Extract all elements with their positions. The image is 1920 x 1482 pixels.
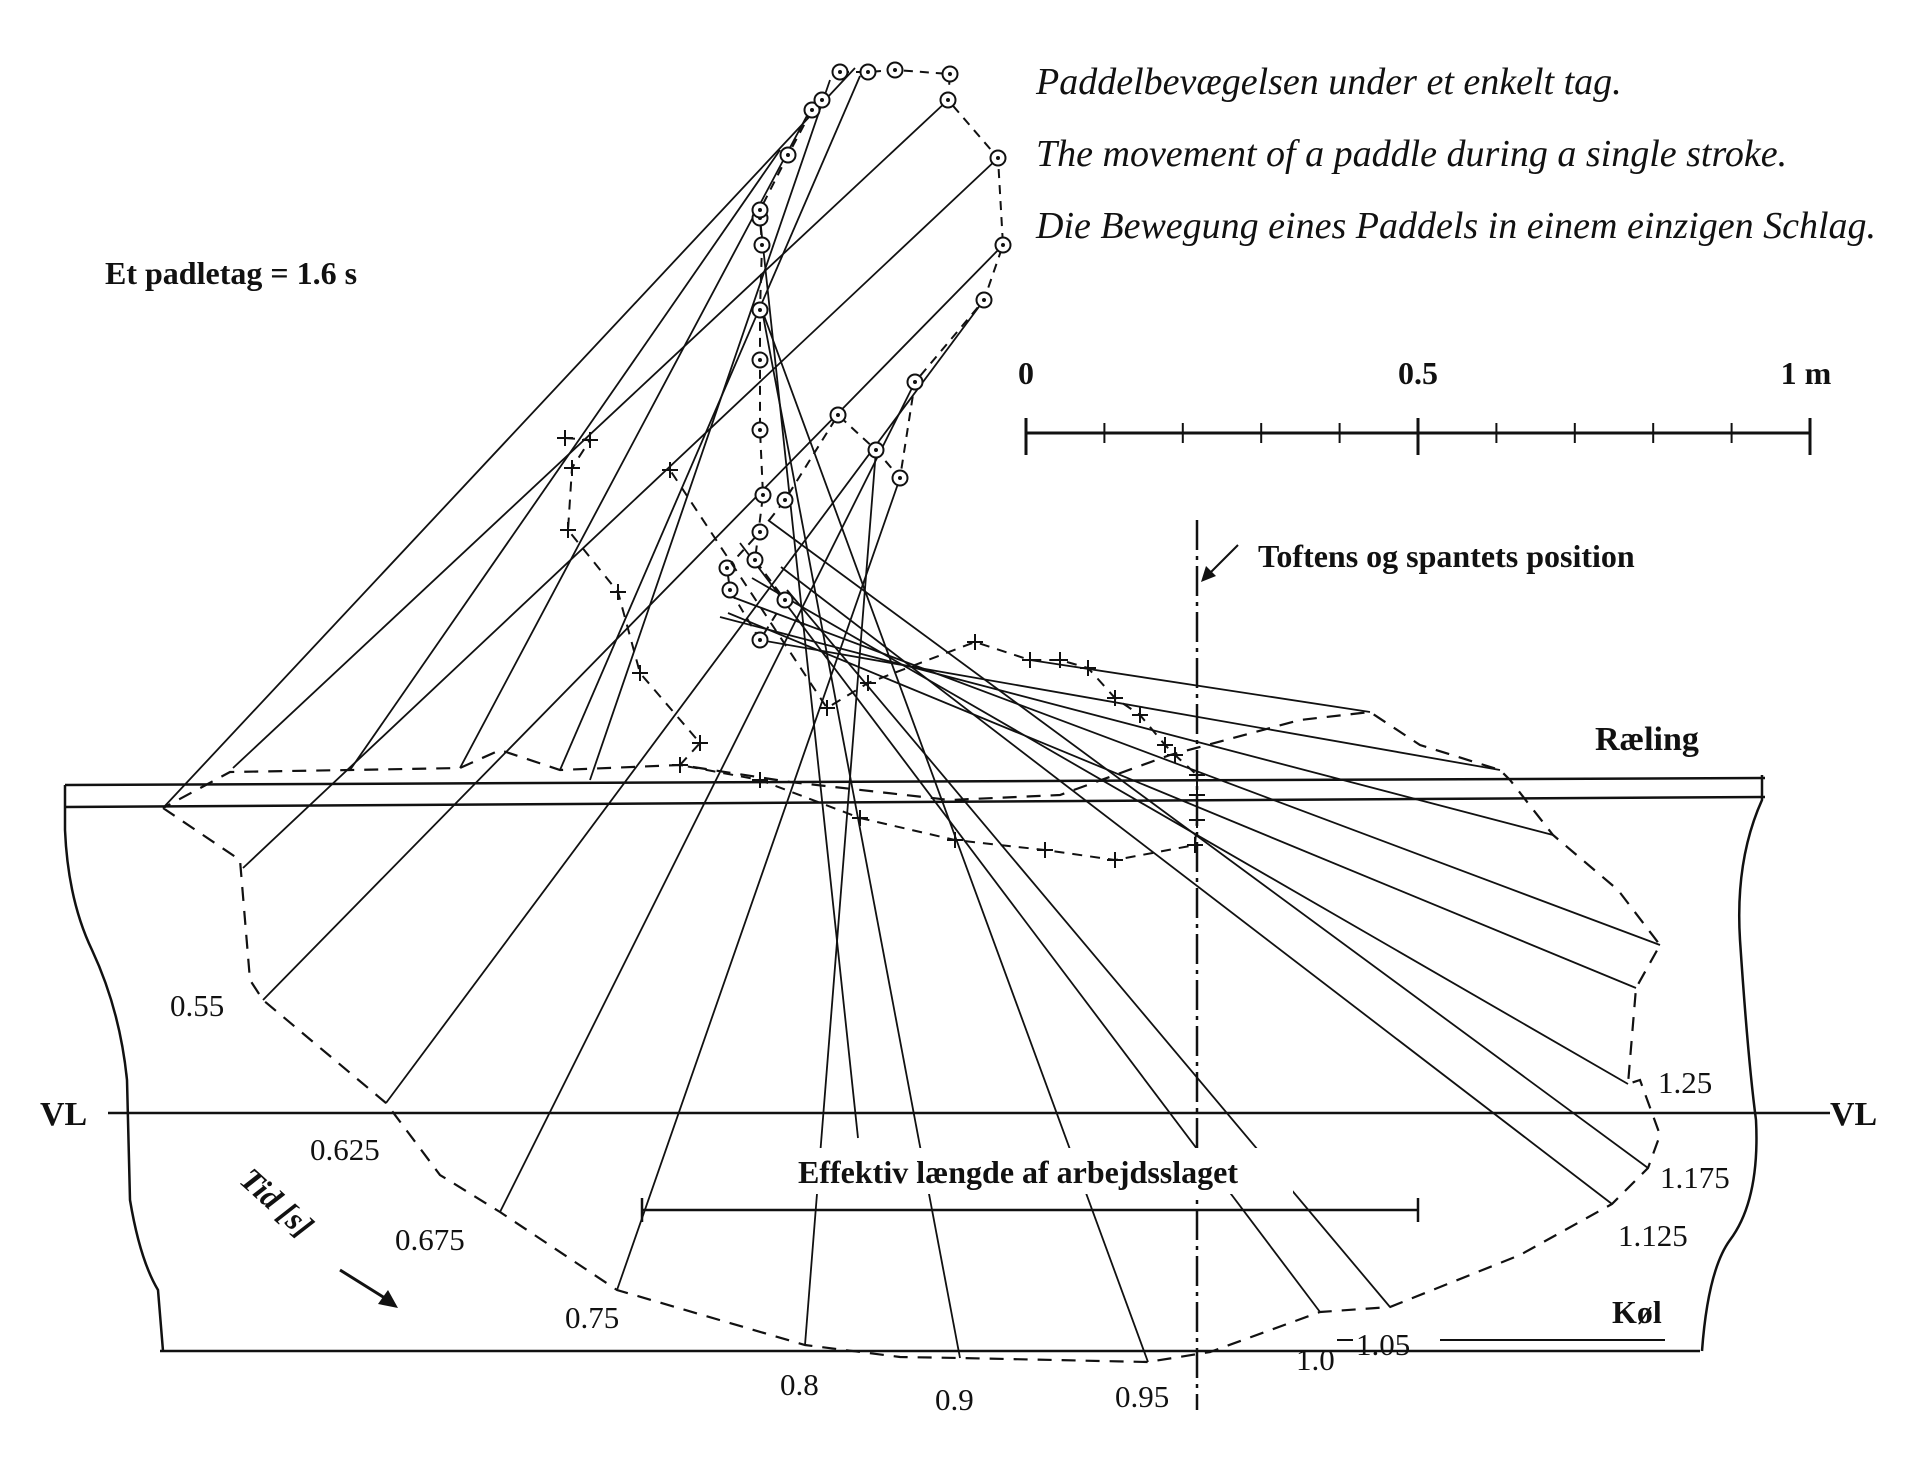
grip-point-dot [758, 208, 762, 212]
paddle-shaft [616, 477, 901, 1291]
hull-outline [63, 775, 1830, 1353]
paddle-shaft [262, 244, 1004, 1001]
lower-hand-dashed-path [564, 437, 1198, 862]
waterline-label-right: VL [1830, 1096, 1877, 1133]
paddle-shaft [162, 67, 856, 809]
grip-point-dot [761, 493, 765, 497]
paddle-shaft [804, 449, 877, 1346]
paddle-shaft [751, 577, 1629, 1085]
keel-label: Køl [1612, 1294, 1662, 1330]
paddle-shaft [727, 612, 1637, 989]
grip-point-dot [1001, 243, 1005, 247]
grip-point-dot [866, 70, 870, 74]
grip-point-dot [838, 70, 842, 74]
effective-length-label: Effektiv længde af arbejdsslaget [798, 1154, 1238, 1190]
grip-point-dot [913, 380, 917, 384]
scale-label-one: 1 m [1781, 355, 1832, 391]
time-label: 0.9 [935, 1382, 974, 1417]
grip-point-dot [758, 358, 762, 362]
time-label: 0.75 [565, 1300, 619, 1335]
scale-label-half: 0.5 [1398, 355, 1438, 391]
time-label: 0.55 [170, 988, 224, 1023]
gunwale-label: Ræling [1595, 721, 1699, 758]
thwart-arrow-head [1201, 566, 1216, 582]
blade-tip-path [162, 710, 1662, 1364]
thwart-arrow-shaft [1207, 544, 1239, 576]
time-labels: 0.55 0.625 0.675 0.75 0.8 0.9 0.95 1.0 1… [170, 988, 1730, 1417]
grip-point-dot [758, 638, 762, 642]
waterline-label-left: VL [40, 1096, 87, 1133]
grip-point-dot [820, 98, 824, 102]
grip-point-dot [760, 243, 764, 247]
time-axis-arrow-head [378, 1290, 398, 1308]
time-label: 1.05 [1356, 1327, 1410, 1362]
grip-point-dot [898, 476, 902, 480]
paddle-shaft [559, 75, 861, 771]
gunwale-line-lower [64, 795, 1766, 809]
time-axis-arrow-shaft [339, 1268, 389, 1302]
grip-point-dot [758, 308, 762, 312]
time-label: 0.95 [1115, 1379, 1169, 1414]
paddle-shaft [759, 639, 1501, 771]
caption-german: Die Bewegung eines Paddels in einem einz… [1035, 205, 1876, 247]
blade-tip-dashed-path [162, 710, 1662, 1364]
grip-point-dot [893, 68, 897, 72]
paddle-shafts [162, 67, 1661, 1363]
lower-hand-path [557, 430, 1205, 868]
grip-point-dot [948, 72, 952, 76]
grip-point-dot [728, 588, 732, 592]
grip-point-dot [758, 428, 762, 432]
upper-hand-dashed-path [725, 68, 1005, 642]
time-label: 1.25 [1658, 1065, 1712, 1100]
paddle-shaft [242, 157, 999, 869]
scale-bar: 0 0.5 1 m [1018, 355, 1832, 455]
scale-bar-ticks [1024, 418, 1812, 455]
caption-danish: Paddelbevægelsen under et enkelt tag. [1035, 61, 1622, 103]
paddle-shaft [780, 566, 1613, 1205]
scale-label-0: 0 [1018, 355, 1034, 391]
time-label: 0.675 [395, 1222, 465, 1257]
grip-point-dot [810, 108, 814, 112]
paddle-shaft [349, 149, 781, 771]
time-label: 1.0 [1296, 1342, 1335, 1377]
paddle-shaft [589, 79, 831, 781]
paddle-shaft [726, 594, 1661, 946]
thwart-position-label: Toftens og spantets position [1258, 538, 1635, 574]
grip-point-dot [758, 530, 762, 534]
stroke-duration-label: Et padletag = 1.6 s [105, 255, 357, 291]
paddle-shaft [719, 616, 1554, 836]
time-label: 0.625 [310, 1132, 380, 1167]
grip-point-dot [783, 498, 787, 502]
hull-side-left [63, 785, 165, 1352]
effective-length-bracket: Effektiv længde af arbejdsslaget [640, 1148, 1420, 1222]
time-label: 1.125 [1618, 1218, 1688, 1253]
time-label: 1.175 [1660, 1160, 1730, 1195]
time-label: 0.8 [780, 1367, 819, 1402]
grip-point-dot [982, 298, 986, 302]
paddle-shaft [499, 381, 916, 1213]
grip-point-dot [783, 598, 787, 602]
caption-english: The movement of a paddle during a single… [1036, 133, 1787, 175]
grip-point-dot [786, 153, 790, 157]
paddle-shaft [385, 299, 985, 1104]
grip-point-dot [753, 558, 757, 562]
time-axis: Tid [s] [233, 1160, 398, 1308]
thwart-position-marker: Toftens og spantets position [1195, 520, 1635, 1410]
grip-point-dot [996, 156, 1000, 160]
upper-hand-path [718, 61, 1012, 649]
grip-point-dot [836, 413, 840, 417]
time-axis-label: Tid [s] [233, 1160, 320, 1244]
grip-point-dot [946, 98, 950, 102]
hull-side-right [1700, 775, 1764, 1352]
paddle-shaft [767, 519, 1649, 1169]
gunwale-line-upper [64, 776, 1766, 787]
grip-point-dot [725, 566, 729, 570]
effective-length-label-bg [745, 1148, 1293, 1194]
grip-point-dot [874, 448, 878, 452]
paddle-shaft [759, 217, 859, 1139]
